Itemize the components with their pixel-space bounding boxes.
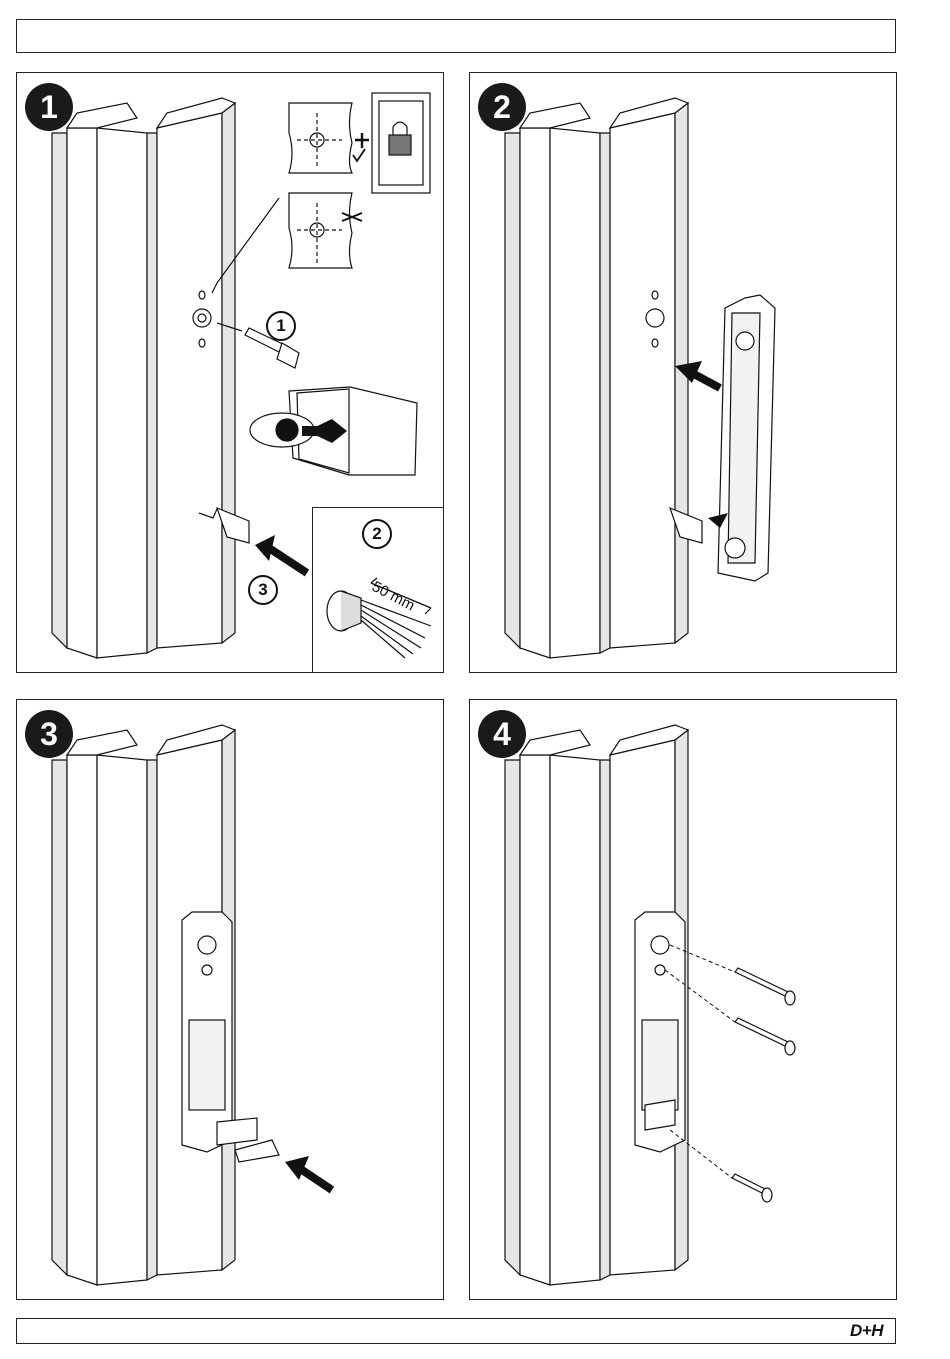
step-3-illustration bbox=[17, 700, 444, 1300]
dh-logo: D+H bbox=[850, 1321, 883, 1341]
step-badge: 2 bbox=[478, 83, 526, 131]
sub-step-badge: 2 bbox=[362, 519, 392, 549]
header-box bbox=[16, 19, 896, 53]
step-2-panel: 2 bbox=[469, 72, 897, 673]
sub-step-badge: 3 bbox=[248, 575, 278, 605]
step-3-panel: 3 bbox=[16, 699, 444, 1300]
step-badge: 1 bbox=[25, 83, 73, 131]
footer-box: D+H bbox=[16, 1318, 896, 1344]
step-2-illustration bbox=[470, 73, 897, 673]
step-badge: 3 bbox=[25, 710, 73, 758]
step-4-panel: 4 bbox=[469, 699, 897, 1300]
sub-step-badge: 1 bbox=[266, 311, 296, 341]
step-4-illustration bbox=[470, 700, 897, 1300]
step-1-panel: 1 1 3 2 50 mm bbox=[16, 72, 444, 673]
step-badge: 4 bbox=[478, 710, 526, 758]
